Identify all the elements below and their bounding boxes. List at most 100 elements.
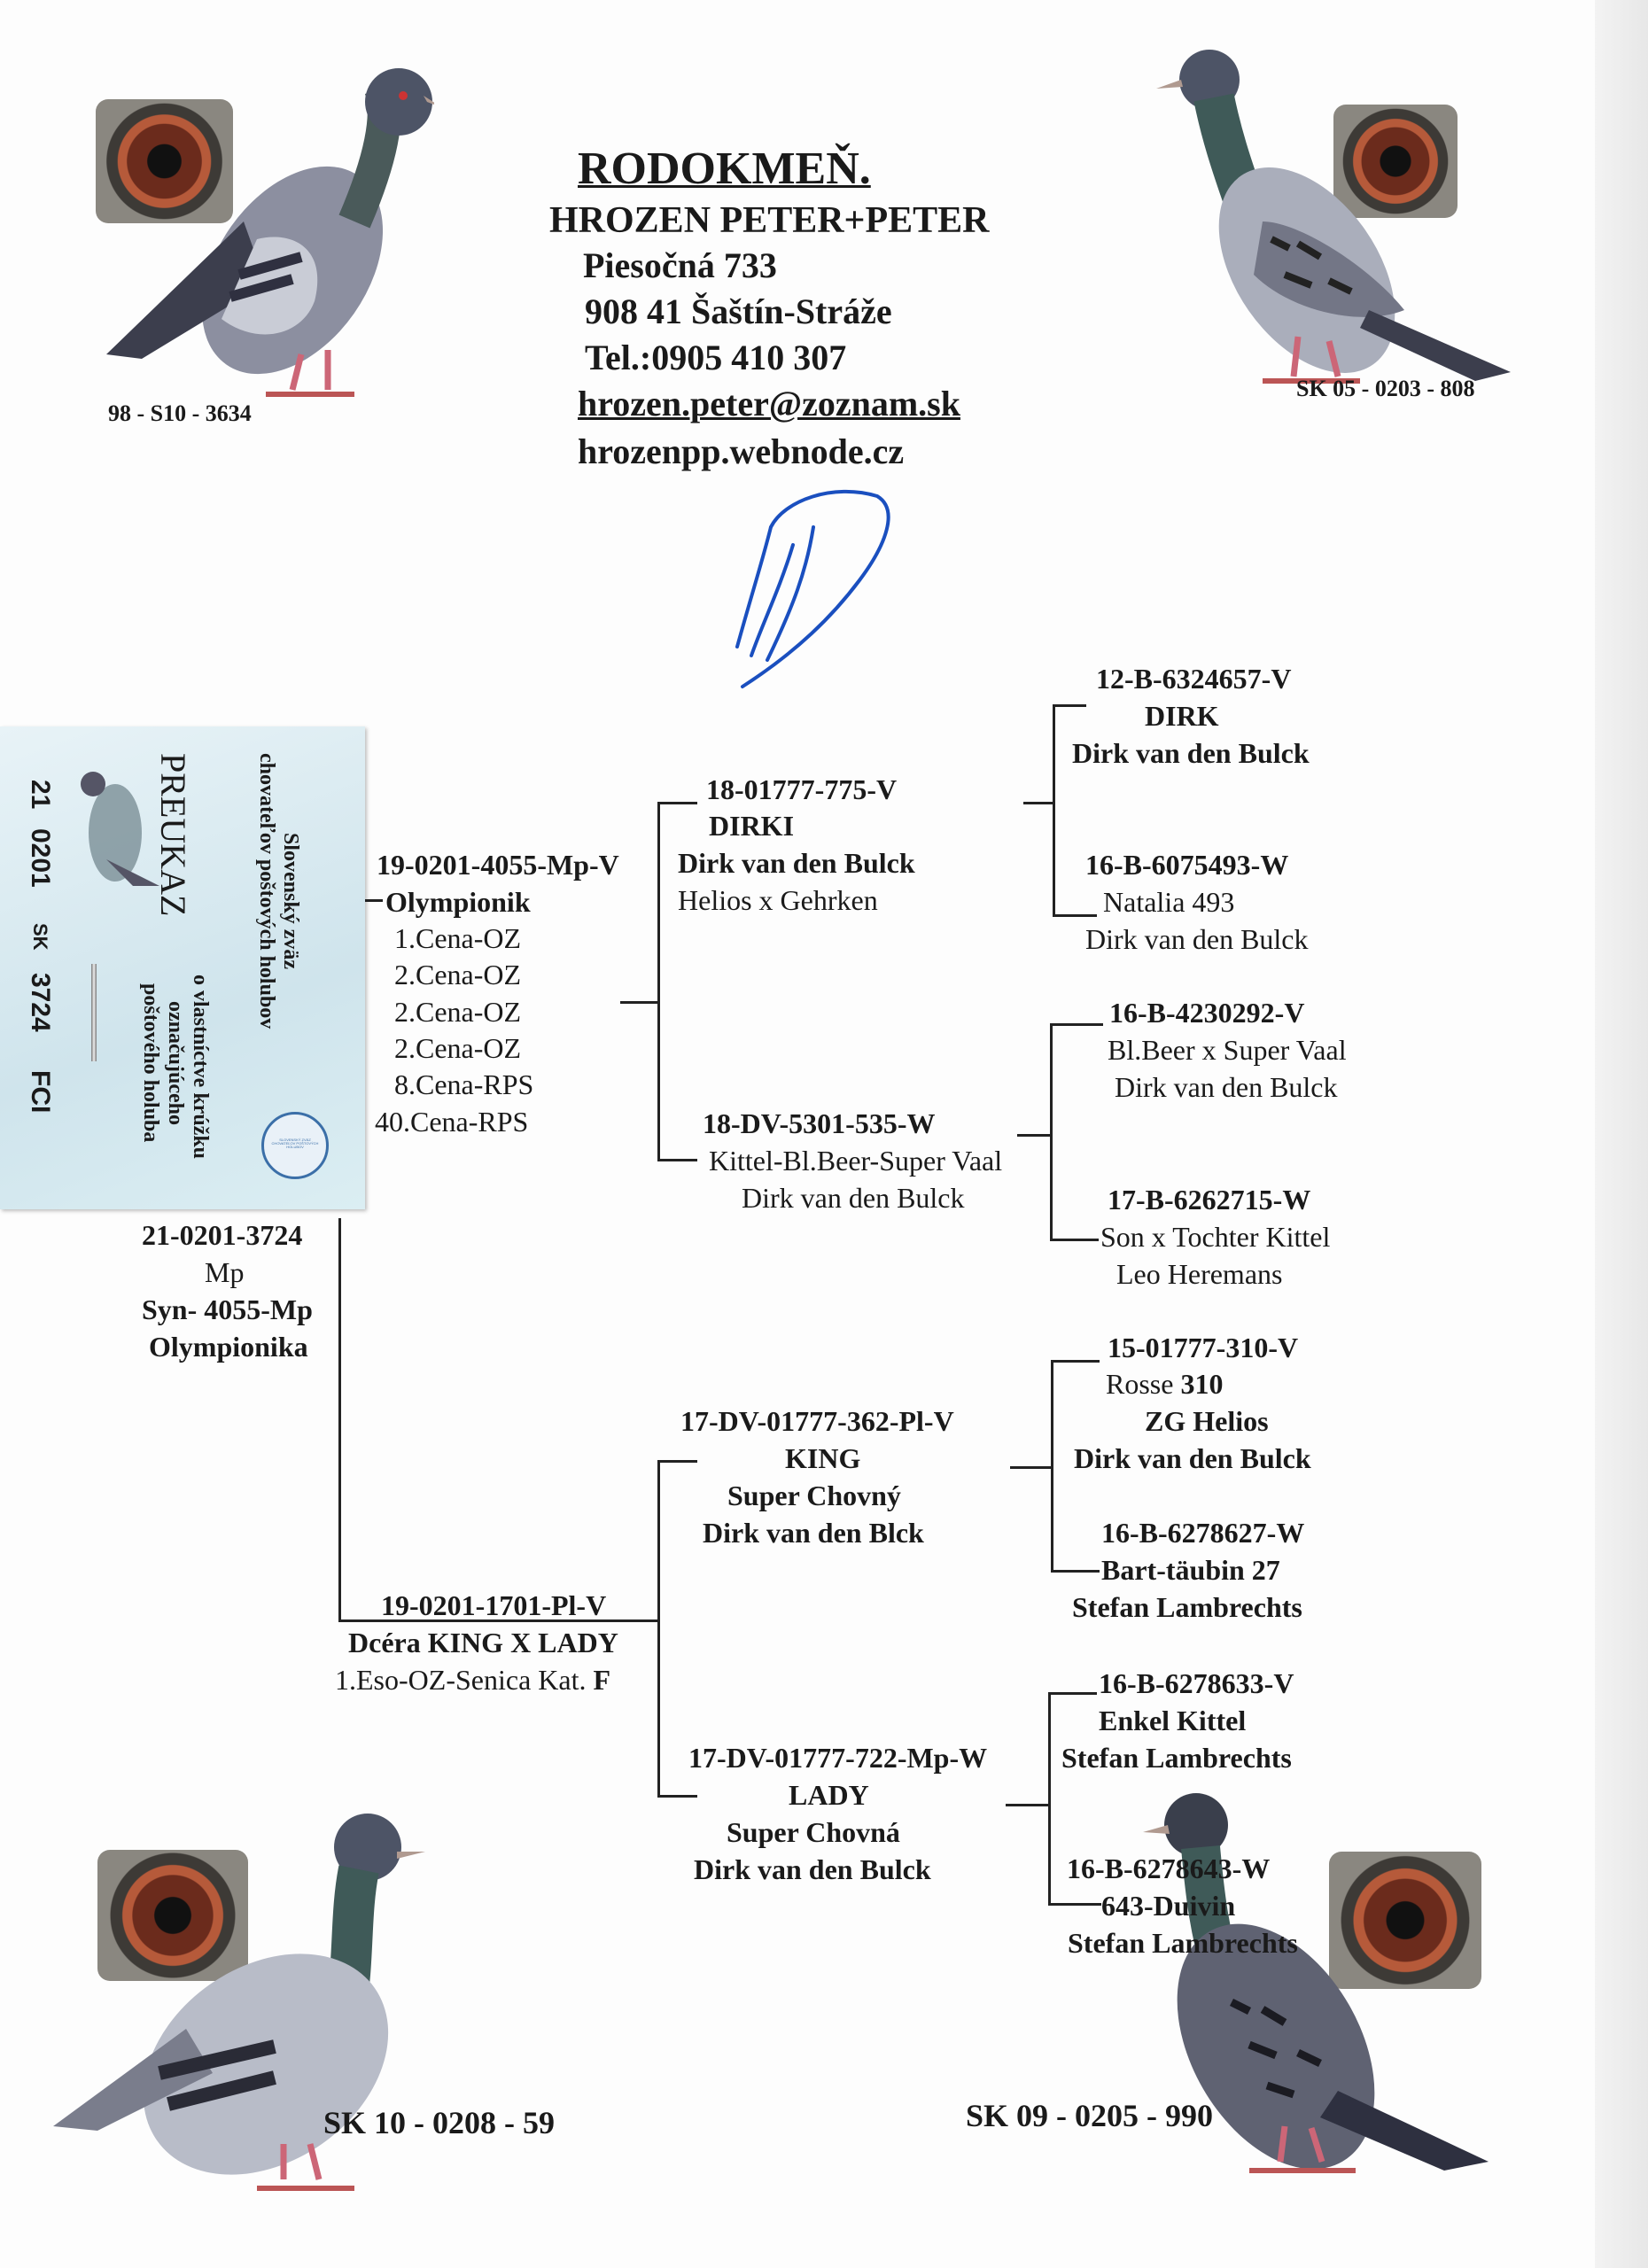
paper-edge xyxy=(1595,0,1648,2268)
ddd-breeder: Stefan Lambrechts xyxy=(1068,1927,1298,1959)
sss-ring: 12-B-6324657-V xyxy=(1096,663,1292,695)
tree-line xyxy=(657,1159,697,1161)
dd-note: Super Chovná xyxy=(727,1816,900,1848)
tree-line xyxy=(1006,1804,1050,1806)
ds-name: KING xyxy=(785,1442,861,1474)
ss-ring: 18-01777-775-V xyxy=(706,773,898,805)
tree-line xyxy=(657,1795,697,1798)
card-desc-line3: poštového holuba xyxy=(139,983,162,1143)
ring-label-bottom-left: SK 10 - 0208 - 59 xyxy=(323,2105,555,2140)
tree-line xyxy=(1010,1466,1053,1469)
dds-name: Enkel Kittel xyxy=(1099,1705,1247,1736)
sdd-breeder: Leo Heremans xyxy=(1116,1258,1283,1290)
eye-photo-bottom-left xyxy=(97,1850,248,1981)
owner-name: HROZEN PETER+PETER xyxy=(549,200,990,241)
card-seal: SLOVENSKÝ ZVÄZ CHOVATEĽOV POŠTOVÝCH HOLU… xyxy=(261,1112,329,1179)
tree-line xyxy=(1051,1360,1100,1363)
owner-email[interactable]: hrozen.peter@zoznam.sk xyxy=(578,384,960,423)
tree-line xyxy=(1023,802,1055,804)
tree-line xyxy=(1053,914,1097,917)
sss-name: DIRK xyxy=(1145,700,1219,732)
card-number-country: SK xyxy=(29,923,51,951)
dd-name: LADY xyxy=(789,1779,869,1811)
card-desc-line2: označujúceho xyxy=(164,1001,187,1125)
tree-line xyxy=(338,1218,341,1621)
ss-pedigree: Helios x Gehrken xyxy=(678,884,878,916)
sire-result-3: 2.Cena-OZ xyxy=(394,996,522,1028)
document-title: RODOKMEŇ. xyxy=(578,144,871,194)
ssd-breeder: Dirk van den Bulck xyxy=(1085,923,1309,955)
ss-name: DIRKI xyxy=(709,810,795,842)
tree-line xyxy=(1053,704,1086,707)
ddd-name: 643-Duivin xyxy=(1101,1890,1236,1922)
sd-ring: 18-DV-5301-535-W xyxy=(703,1107,936,1139)
dam-result-text: 1.Eso-OZ-Senica Kat. xyxy=(335,1664,594,1696)
card-union-line1: Slovenský zväz xyxy=(279,833,302,970)
ssd-name: Natalia 493 xyxy=(1103,886,1235,918)
card-number-ring: 3724 xyxy=(26,973,55,1032)
card-pigeon-icon xyxy=(81,772,159,886)
dss-name-text: Rosse xyxy=(1106,1368,1181,1400)
sds-ring: 16-B-4230292-V xyxy=(1109,997,1305,1029)
card-number-fci: FCI xyxy=(26,1070,55,1114)
dss-name: Rosse 310 xyxy=(1106,1370,1223,1398)
signature xyxy=(735,489,890,688)
pigeon-photo-top-right xyxy=(1156,50,1511,384)
tree-line xyxy=(657,802,660,1161)
dsd-breeder: Stefan Lambrechts xyxy=(1072,1591,1302,1623)
subject-ring: 21-0201-3724 xyxy=(142,1219,303,1251)
tree-line xyxy=(365,899,383,902)
ds-ring: 17-DV-01777-362-Pl-V xyxy=(680,1405,954,1437)
ring-label-bottom-right: SK 09 - 0205 - 990 xyxy=(966,2098,1213,2133)
dds-breeder: Stefan Lambrechts xyxy=(1061,1742,1292,1774)
sds-pedigree: Bl.Beer x Super Vaal xyxy=(1108,1034,1347,1066)
tree-line xyxy=(657,1460,697,1463)
pigeon-photo-bottom-left xyxy=(53,1814,425,2191)
tree-line xyxy=(338,1619,657,1622)
sire-result-1: 1.Cena-OZ xyxy=(394,922,522,954)
subject-parentage: Syn- 4055-Mp xyxy=(142,1293,313,1325)
dss-name-number: 310 xyxy=(1180,1368,1224,1400)
card-desc-line1: o vlastníctve krúžku xyxy=(189,975,212,1160)
card-union-line2: chovateľov poštových holubov xyxy=(255,753,278,1029)
dss-sire-name: ZG Helios xyxy=(1145,1405,1269,1437)
dsd-ring: 16-B-6278627-W xyxy=(1101,1517,1305,1549)
ownership-card: Slovenský zväz chovateľov poštových holu… xyxy=(0,726,365,1209)
dam-ring: 19-0201-1701-Pl-V xyxy=(381,1589,607,1621)
ds-breeder: Dirk van den Blck xyxy=(703,1517,924,1549)
tree-line xyxy=(1050,1023,1103,1026)
sire-result-2: 2.Cena-OZ xyxy=(394,959,522,990)
sire-result-4: 2.Cena-OZ xyxy=(394,1032,522,1064)
dd-breeder: Dirk van den Bulck xyxy=(694,1853,931,1885)
owner-website[interactable]: hrozenpp.webnode.cz xyxy=(578,431,905,471)
subject-sex: Mp xyxy=(205,1256,245,1288)
tree-line xyxy=(1050,1023,1053,1240)
sds-breeder: Dirk van den Bulck xyxy=(1115,1071,1338,1103)
subject-parentage-name: Olympionika xyxy=(149,1331,308,1363)
dss-breeder: Dirk van den Bulck xyxy=(1074,1442,1311,1474)
tree-line xyxy=(1053,704,1055,917)
sd-pedigree: Kittel-Bl.Beer-Super Vaal xyxy=(709,1145,1003,1177)
tree-line xyxy=(657,802,697,804)
dss-ring: 15-01777-310-V xyxy=(1108,1332,1299,1363)
dd-ring: 17-DV-01777-722-Mp-W xyxy=(688,1742,988,1774)
sire-name: Olympionik xyxy=(385,886,531,918)
tree-line xyxy=(620,1001,659,1004)
sss-breeder: Dirk van den Bulck xyxy=(1072,737,1310,769)
sdd-pedigree: Son x Tochter Kittel xyxy=(1100,1221,1331,1253)
tree-line xyxy=(1048,1692,1097,1695)
dam-name: Dcéra KING X LADY xyxy=(348,1627,618,1658)
ssd-ring: 16-B-6075493-W xyxy=(1085,849,1289,881)
eye-photo-top-left xyxy=(96,99,233,223)
ss-breeder: Dirk van den Bulck xyxy=(678,847,915,879)
card-number-year: 21 xyxy=(26,780,55,810)
tree-line xyxy=(1051,1360,1053,1573)
dsd-name: Bart-täubin 27 xyxy=(1101,1554,1280,1586)
sd-breeder: Dirk van den Bulck xyxy=(742,1182,965,1214)
dam-result-category: F xyxy=(593,1664,611,1696)
dds-ring: 16-B-6278633-V xyxy=(1099,1667,1294,1699)
owner-city: 908 41 Šaštín-Stráže xyxy=(585,291,892,331)
tree-line xyxy=(1050,1239,1099,1241)
eye-photo-top-right xyxy=(1333,105,1458,218)
card-foil-strip xyxy=(91,964,97,1061)
